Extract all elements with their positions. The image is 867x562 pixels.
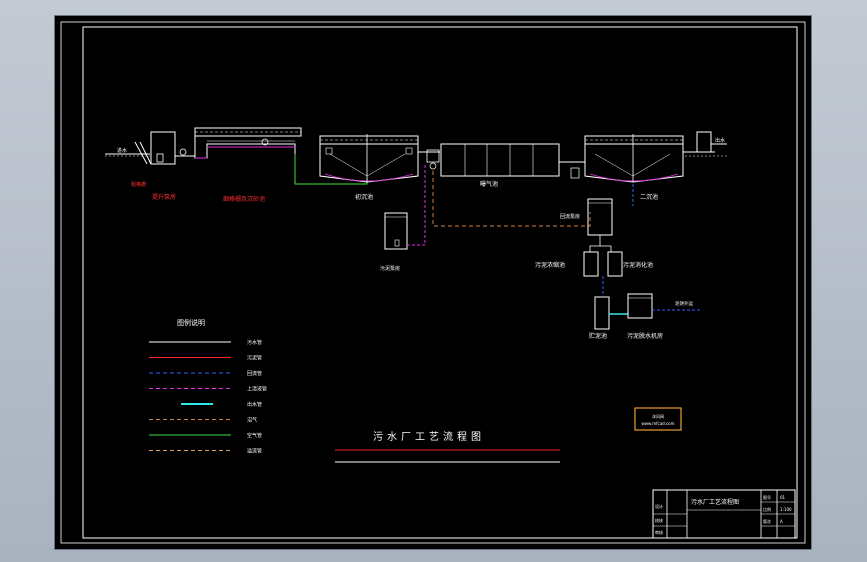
outlet-label: 出水: [715, 137, 725, 144]
legend-label-8: 溢流管: [247, 448, 262, 455]
coarse-screen-bars: [134, 141, 148, 165]
return-pump-label: 回流泵房: [560, 213, 580, 220]
legend-label-4: 上清液管: [247, 386, 267, 393]
drawing-sheet: 污水管污泥管回流管上清液管出水管沼气空气管溢流管 进水 粗格栅 提升泵房 细格栅…: [55, 16, 811, 549]
title-block-value-2: 1:100: [780, 507, 792, 512]
title-block-right-3: 版次: [763, 518, 771, 524]
legend-label-5: 出水管: [247, 401, 262, 408]
title-block-right-2: 比例: [763, 506, 771, 512]
sludge-pump-house: [384, 164, 426, 250]
aeration-tank-label: 曝气池: [480, 180, 498, 188]
legend-label-6: 沼气: [247, 417, 257, 424]
watermark-stamp: [634, 407, 682, 431]
drawing-title: 污水厂工艺流程图: [373, 430, 485, 443]
stamp-line1: 沐风网: [652, 413, 664, 419]
thickener-b-label: 污泥消化池: [623, 261, 653, 269]
legend-label-3: 回流管: [247, 370, 262, 377]
title-block-row-1: 设计: [655, 503, 663, 509]
title-block-value-3: A: [780, 519, 783, 524]
digester-label: 贮泥池: [589, 332, 607, 340]
intake-label: 进水: [117, 147, 127, 154]
dewatering-label: 污泥脱水机房: [627, 332, 663, 340]
sludge-pump-label: 污泥泵房: [380, 265, 400, 272]
secondary-clarifier: [559, 131, 727, 183]
legend-label-7: 空气管: [247, 432, 262, 439]
primary-clarifier-label: 初沉池: [355, 193, 373, 201]
stamp-line2: www.mfcad.com: [641, 421, 674, 426]
legend-label-2: 污泥管: [247, 355, 262, 362]
lift-pump-well: [150, 131, 176, 165]
title-block-row-2: 校核: [655, 517, 663, 523]
primary-clarifier: [319, 134, 419, 183]
sludge-out-label: 泥饼外运: [675, 300, 693, 307]
secondary-clarifier-label: 二沉池: [640, 193, 658, 201]
title-block: [652, 489, 796, 539]
return-sludge-line: [432, 171, 591, 227]
thickener-a-label: 污泥浓缩池: [535, 261, 565, 269]
outer-frame: [60, 21, 806, 544]
intake-section: [105, 131, 195, 165]
legend-heading: 图例说明: [177, 318, 205, 327]
fine-screen-label: 细格栅及沉砂池: [223, 195, 265, 203]
legend-label-1: 污水管: [247, 339, 262, 346]
title-block-name: 污水厂工艺流程图: [691, 498, 739, 506]
inner-frame: [82, 26, 798, 539]
lift-pump-label: 提升泵房: [152, 193, 176, 201]
grit-chamber: [194, 127, 302, 159]
aeration-tank: [418, 143, 560, 177]
title-block-row-3: 审核: [655, 529, 663, 535]
coarse-screen-label: 粗格栅: [131, 181, 146, 188]
sludge-treatment: [583, 198, 700, 330]
title-block-right-1: 图号: [763, 494, 771, 500]
air-pipe: [294, 154, 368, 185]
title-block-value-1: 01: [780, 495, 786, 500]
